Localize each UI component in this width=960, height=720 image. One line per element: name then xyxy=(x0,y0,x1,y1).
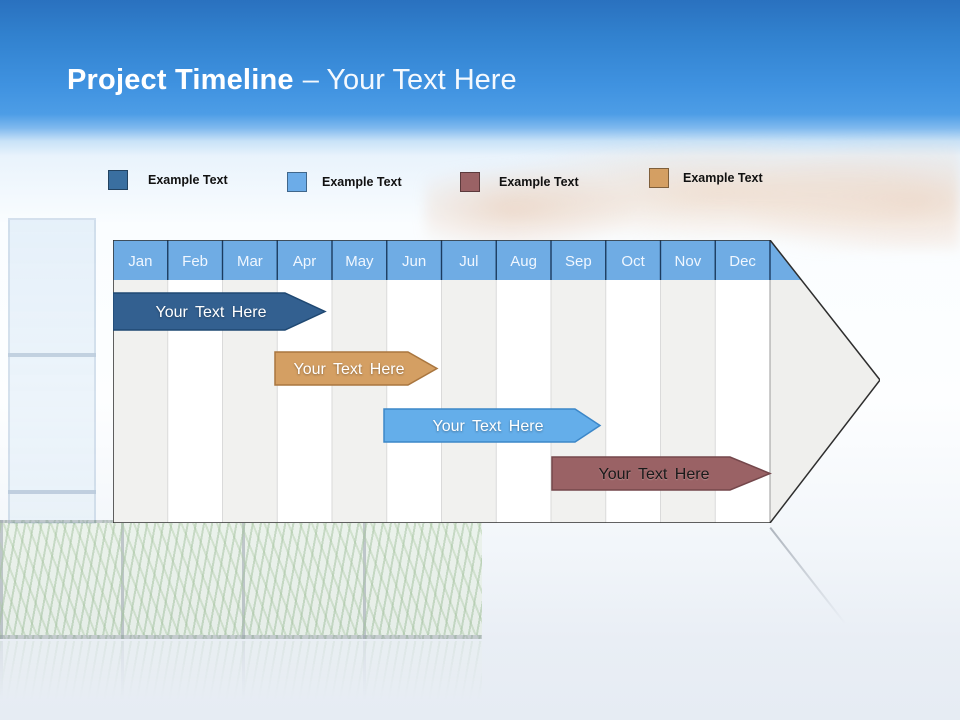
legend-swatch-light-blue xyxy=(287,172,307,192)
month-label-apr: Apr xyxy=(293,253,316,270)
slide-title-bold: Project Timeline xyxy=(67,64,294,96)
hand-photo-background xyxy=(425,130,960,250)
legend-swatch-maroon xyxy=(460,172,480,192)
task-bar-3-label: Your Text Here xyxy=(433,418,544,435)
month-labels: Jan Feb Mar Apr May Jun Jul Aug Sep Oct … xyxy=(128,253,756,270)
legend-swatch-tan xyxy=(649,168,669,188)
slide-title: Project Timeline– Your Text Here xyxy=(67,60,517,100)
month-label-jun: Jun xyxy=(402,253,426,270)
task-bar-1-shape xyxy=(113,292,327,331)
slide-title-subtext: – Your Text Here xyxy=(302,64,517,96)
task-bar-4-label: Your Text Here xyxy=(599,466,710,483)
month-label-jul: Jul xyxy=(459,253,478,270)
legend-label-3: Example Text xyxy=(499,175,579,189)
arrow-outline xyxy=(113,240,880,523)
grass-reflection xyxy=(0,641,482,711)
legend-item-1: Example Text xyxy=(108,170,228,190)
month-label-dec: Dec xyxy=(729,253,756,270)
legend-item-3: Example Text xyxy=(460,172,579,192)
legend-item-2: Example Text xyxy=(287,172,402,192)
legend-label-1: Example Text xyxy=(148,173,228,187)
legend-swatch-dark-blue xyxy=(108,170,128,190)
month-header-separators xyxy=(167,240,771,280)
month-label-oct: Oct xyxy=(621,253,645,270)
task-bar-3: Your Text Here xyxy=(383,408,602,443)
timeline-chart: Jan Feb Mar Apr May Jun Jul Aug Sep Oct … xyxy=(113,240,880,523)
task-bar-4: Your Text Here xyxy=(551,456,772,491)
month-label-feb: Feb xyxy=(182,253,208,270)
month-label-may: May xyxy=(345,253,374,270)
task-bar-2-shape xyxy=(274,351,439,386)
task-bar-3-shape xyxy=(383,408,602,443)
legend-label-2: Example Text xyxy=(322,175,402,189)
arrow-reflection-line xyxy=(769,527,847,625)
task-bar-2: Your Text Here xyxy=(274,351,439,386)
month-label-nov: Nov xyxy=(675,253,702,270)
glass-cube-strip xyxy=(8,218,96,524)
month-label-aug: Aug xyxy=(510,253,537,270)
month-label-sep: Sep xyxy=(565,253,592,270)
month-header-band xyxy=(113,240,802,280)
arrow-tip-region xyxy=(770,280,880,523)
month-label-jan: Jan xyxy=(128,253,152,270)
month-label-mar: Mar xyxy=(237,253,263,270)
legend-item-4: Example Text xyxy=(649,168,763,188)
grass-cube-band xyxy=(0,520,482,639)
task-bar-2-label: Your Text Here xyxy=(294,361,405,378)
legend-label-4: Example Text xyxy=(683,171,763,185)
task-bar-4-shape xyxy=(551,456,772,491)
task-bar-1: Your Text Here xyxy=(113,292,327,331)
task-bar-1-label: Your Text Here xyxy=(156,304,267,321)
